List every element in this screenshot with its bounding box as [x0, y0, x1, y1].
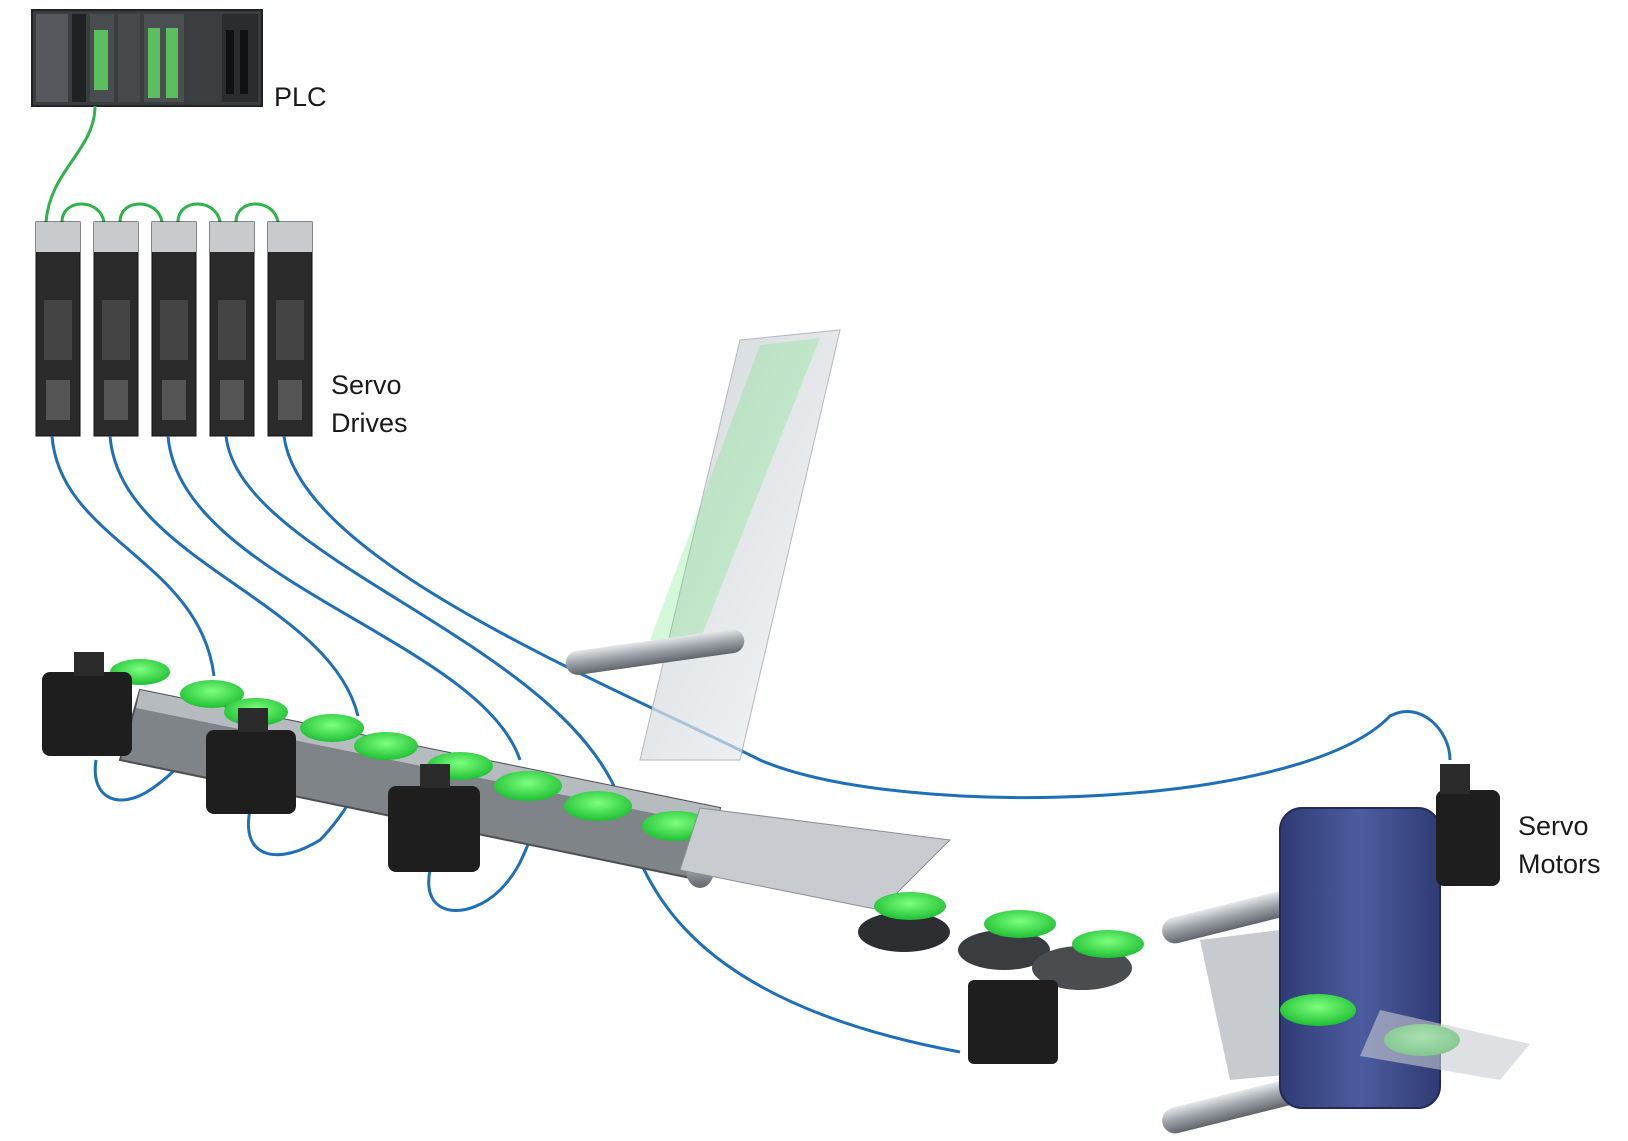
- film-feed: [565, 329, 952, 911]
- servo-motor-1: [42, 652, 132, 756]
- servo-drives-label: Servo Drives: [331, 366, 408, 442]
- conveyor-servo-motors: [42, 652, 480, 872]
- servo-drives: [35, 221, 313, 437]
- wrap-servo-motor: [1436, 764, 1500, 886]
- feeder-servo-motor: [968, 980, 1058, 1064]
- servo-motor-3: [388, 764, 480, 872]
- rotary-feeder: [858, 892, 1144, 1064]
- plc-label: PLC: [274, 82, 327, 112]
- servo-drive-2: [93, 221, 139, 437]
- servo-drive-1: [35, 221, 81, 437]
- servo-motors-label-line-2: Motors: [1518, 849, 1601, 879]
- ethercat-cables: [44, 105, 280, 223]
- servo-drive-3: [151, 221, 197, 437]
- servo-drive-4: [209, 221, 255, 437]
- servo-motor-2: [206, 708, 296, 814]
- servo-motors-label-line-1: Servo: [1518, 811, 1589, 841]
- plc-rack: [31, 9, 263, 107]
- servo-motors-label: Servo Motors: [1518, 807, 1601, 883]
- servo-drive-5: [267, 221, 313, 437]
- servo-drives-label-line-2: Drives: [331, 408, 408, 438]
- sealing-head: [1162, 764, 1530, 1134]
- servo-drives-label-line-1: Servo: [331, 370, 402, 400]
